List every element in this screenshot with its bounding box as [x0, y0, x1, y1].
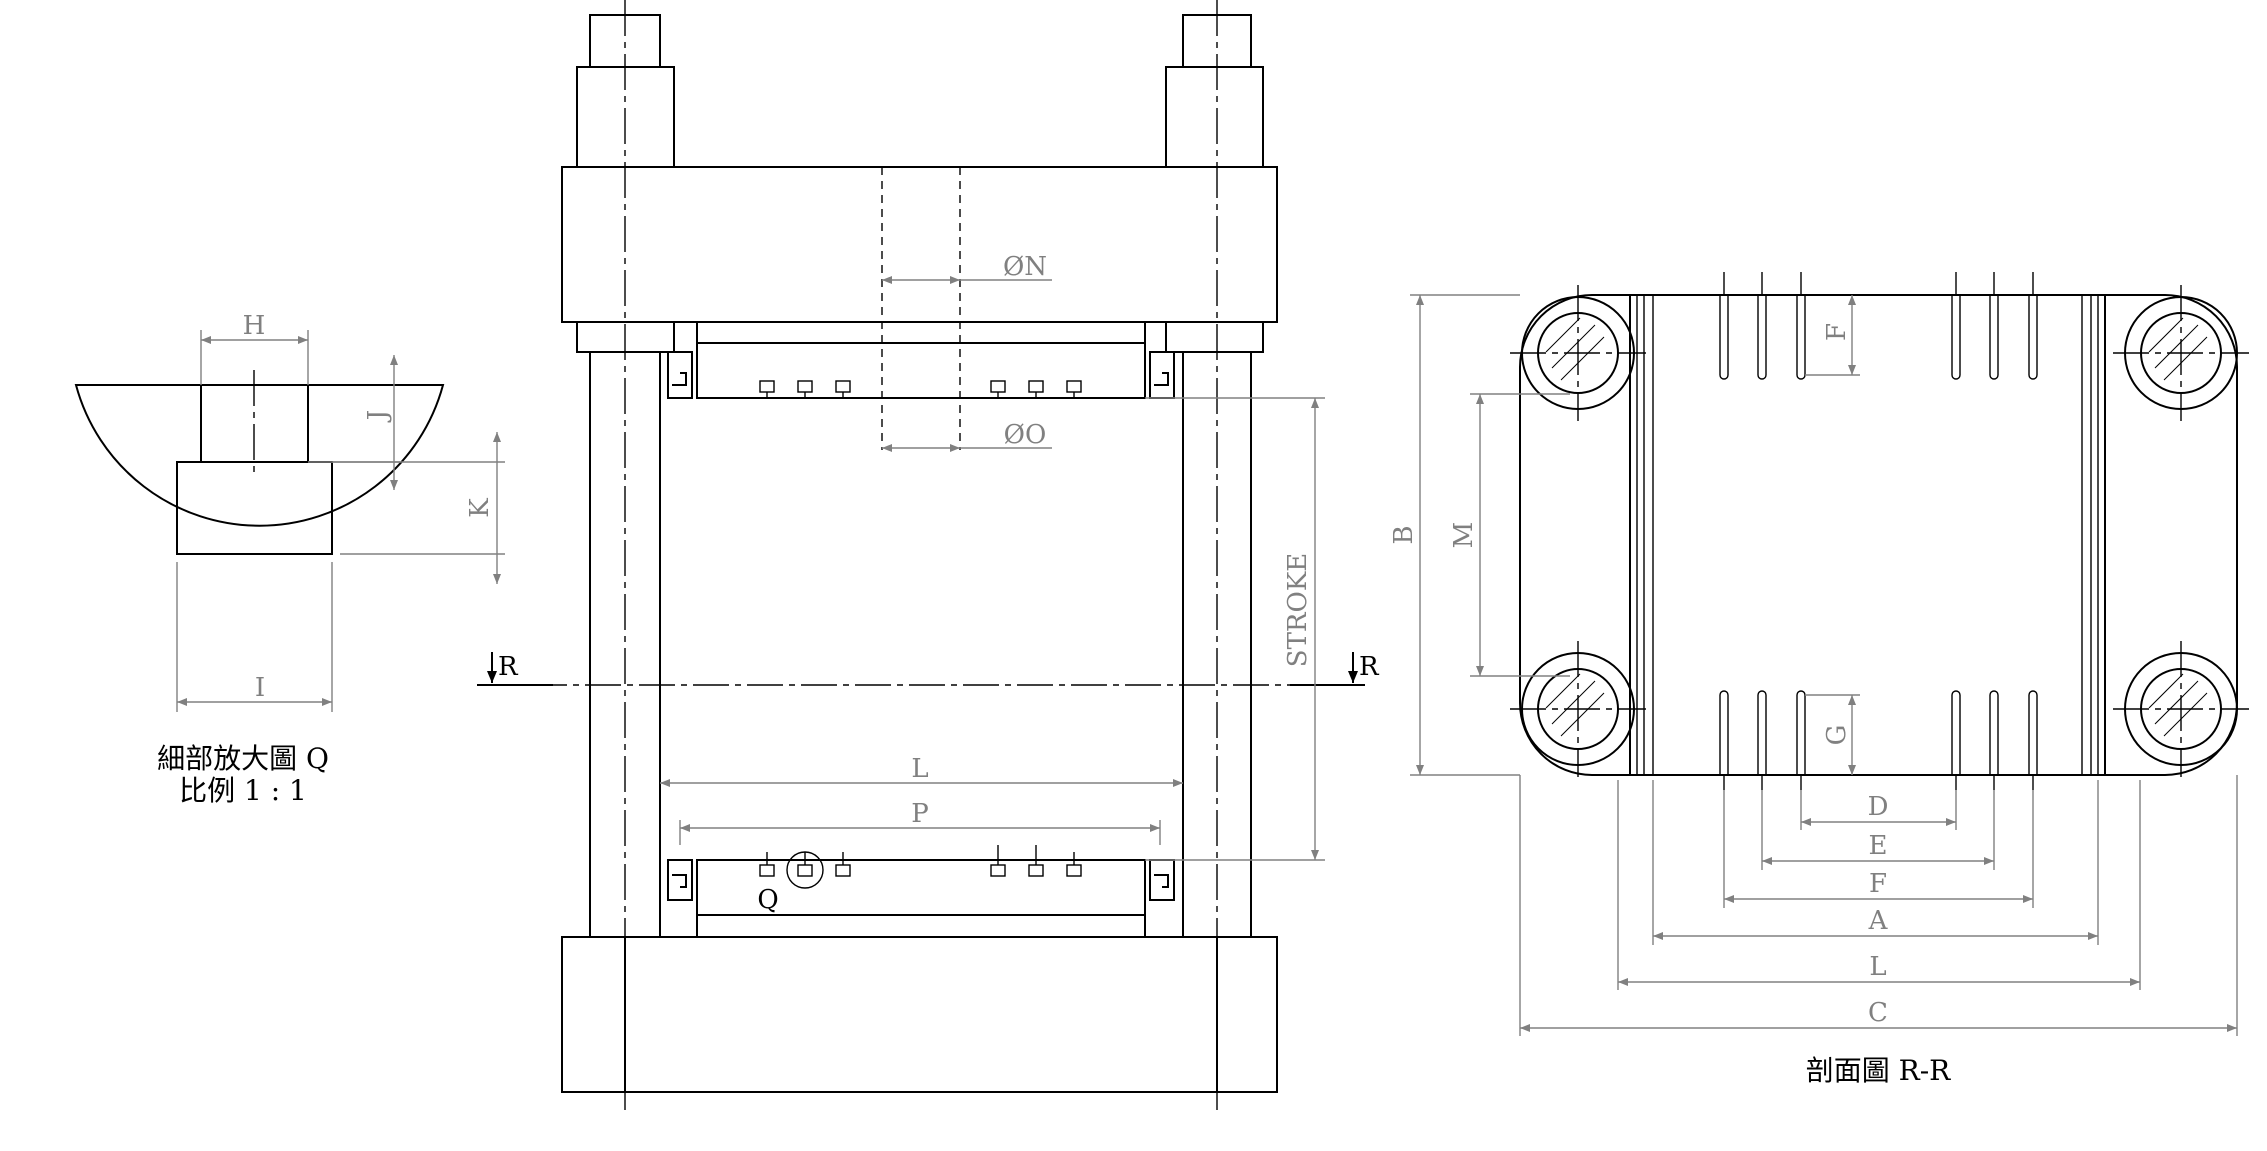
label-p: P [911, 799, 929, 829]
section-caption: 剖面圖 R-R [1806, 1054, 1951, 1087]
label-k: K [465, 498, 495, 518]
label-j: J [363, 410, 393, 423]
slot-head [176, 461, 333, 555]
upper-platen [696, 321, 1146, 399]
label-section-right: R [1359, 652, 1380, 682]
right-crown-collar [1165, 321, 1264, 353]
label-h: H [243, 311, 266, 341]
section-top-slots [1719, 272, 2038, 380]
detail-outline [74, 384, 445, 527]
label-f: F [1869, 869, 1887, 899]
label-e: E [1869, 831, 1888, 861]
section-outline [1519, 294, 2238, 776]
label-d: D [1868, 792, 1889, 822]
label-dia-o: ØO [1004, 420, 1047, 450]
label-m: M [1449, 522, 1479, 549]
section-center-plate [1629, 294, 2106, 776]
section-view-rr: B M F G D E [1389, 272, 2249, 1087]
section-extension-lines [1519, 775, 2238, 1036]
label-l-section: L [1869, 952, 1886, 982]
lower-t-slots [759, 845, 1082, 877]
section-centerlines [1510, 285, 2249, 777]
section-bottom-slots [1719, 690, 2038, 790]
upper-gibs [667, 351, 1175, 399]
crown-block [561, 166, 1278, 323]
upper-t-slots [759, 380, 1082, 398]
section-rails [1636, 295, 2099, 775]
label-b: B [1389, 525, 1419, 544]
label-l-front: L [911, 754, 928, 784]
label-i: I [255, 673, 265, 703]
detail-view-q: H J K I 細部放大圖 Q 比例 1 : 1 [74, 311, 505, 807]
label-g: G [1822, 725, 1852, 746]
label-section-left: R [498, 652, 519, 682]
label-a: A [1868, 906, 1889, 936]
label-dia-n: ØN [1003, 252, 1047, 282]
detail-caption-scale: 比例 1 : 1 [179, 774, 307, 807]
base-block [561, 936, 1278, 1093]
detail-q-marker [786, 851, 824, 889]
label-f-top: F [1822, 323, 1852, 341]
front-view: ØN ØO Q [477, 0, 1380, 1110]
label-c: C [1868, 998, 1888, 1028]
lower-gibs [667, 859, 1175, 901]
label-stroke: STROKE [1283, 553, 1313, 667]
detail-caption-title: 細部放大圖 Q [157, 742, 329, 775]
right-column-top [1165, 66, 1264, 168]
bolster-plate [696, 914, 1146, 938]
label-q: Q [757, 885, 778, 915]
